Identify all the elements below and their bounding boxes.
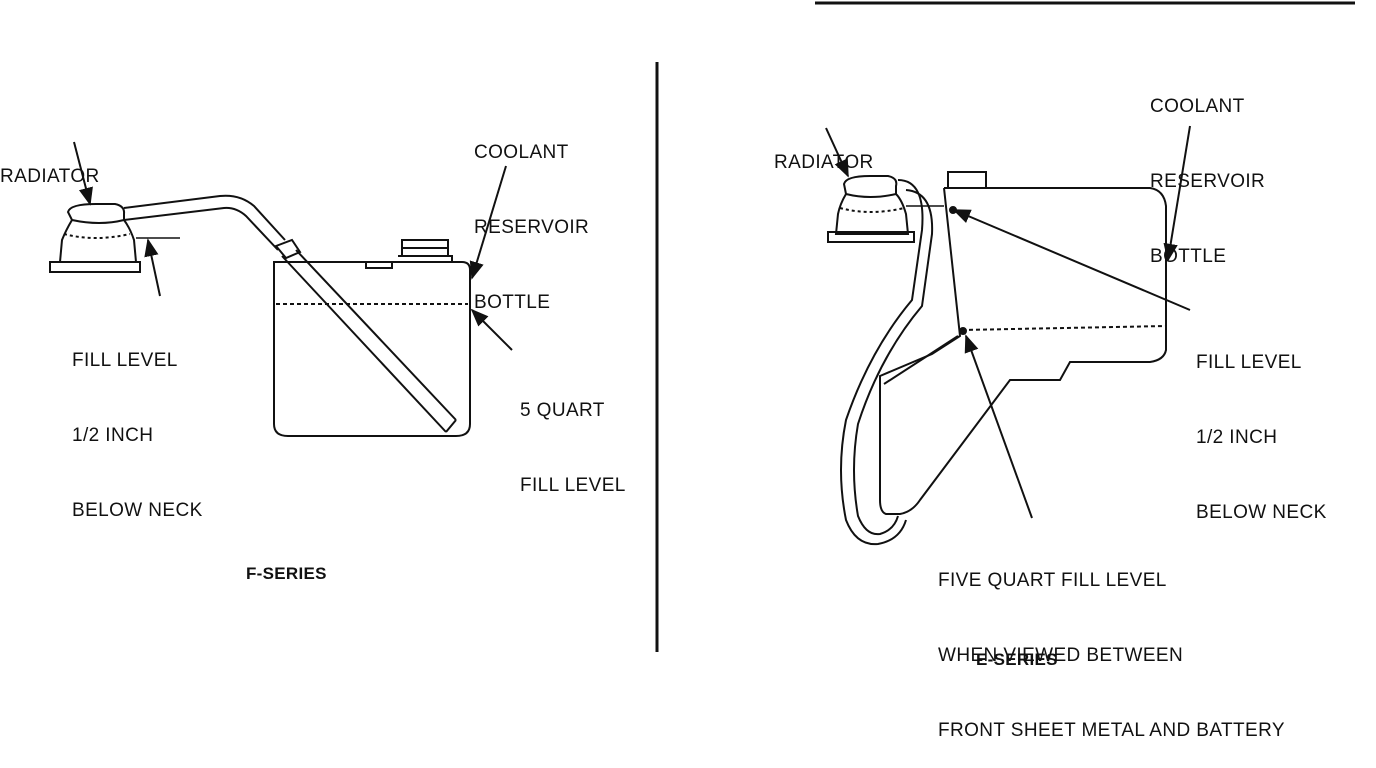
e-fill-level-label: FILL LEVEL 1/2 INCH BELOW NECK [1196, 352, 1327, 523]
e-quart-arrow-upper [883, 335, 959, 385]
f-bottle-arrow [469, 165, 507, 280]
e-radiator-label: RADIATOR [774, 152, 874, 173]
e-quart-label: FIVE QUART FILL LEVEL WHEN VIEWED BETWEE… [938, 570, 1285, 741]
f-bottle-label: COOLANT RESERVOIR BOTTLE [474, 142, 590, 313]
f-series-radiator [49, 203, 180, 273]
e-series-hose [840, 179, 934, 546]
e-radiator-arrow [825, 127, 849, 178]
f-fill-level-label: FILL LEVEL 1/2 INCH BELOW NECK [72, 350, 203, 521]
e-series-caption: E-SERIES [976, 650, 1058, 669]
f-series-reservoir-bottle [273, 238, 471, 437]
f-radiator-label: RADIATOR [0, 166, 100, 187]
e-bottle-label: COOLANT RESERVOIR BOTTLE [1150, 96, 1266, 267]
e-fill-level-arrow [952, 209, 1191, 311]
e-series-radiator [827, 175, 944, 243]
f-fill-level-arrow [144, 238, 161, 297]
e-quart-arrow-lower [964, 334, 1033, 519]
f-quart-label: 5 QUART FILL LEVEL [520, 400, 626, 496]
f-quart-arrow [470, 308, 513, 351]
f-radiator-arrow [73, 141, 93, 206]
f-series-hose [123, 194, 286, 251]
coolant-diagram [49, 1, 1355, 652]
f-series-caption: F-SERIES [246, 564, 327, 583]
e-bottle-arrow [1163, 125, 1191, 262]
